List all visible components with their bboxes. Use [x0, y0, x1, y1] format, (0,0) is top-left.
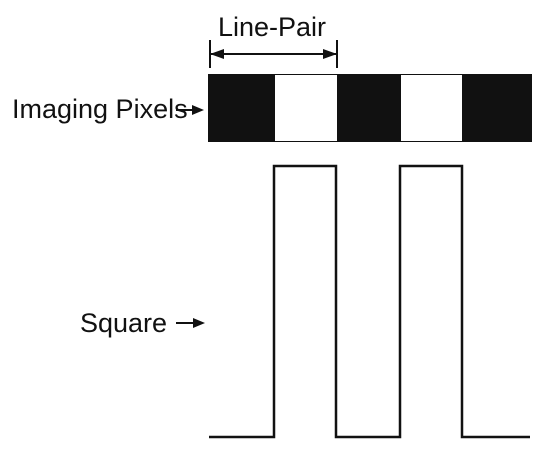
square-arrow — [176, 318, 205, 328]
pixel-white — [401, 75, 462, 141]
square-label: Square — [80, 308, 167, 338]
line-pair-label: Line-Pair — [218, 12, 326, 42]
pixel-white — [275, 75, 337, 141]
imaging-pixel-strip — [208, 74, 532, 142]
line-pair-left-arrowhead — [210, 49, 224, 59]
line-pair-right-arrowhead — [323, 49, 337, 59]
imaging-pixels-label: Imaging Pixels — [12, 94, 188, 124]
imaging-pixels-arrow — [176, 105, 204, 115]
square-wave — [209, 164, 530, 439]
pixel-black — [462, 75, 531, 141]
pixel-black — [337, 75, 401, 141]
line-pair-dimension — [209, 40, 338, 68]
pixel-black — [209, 75, 275, 141]
